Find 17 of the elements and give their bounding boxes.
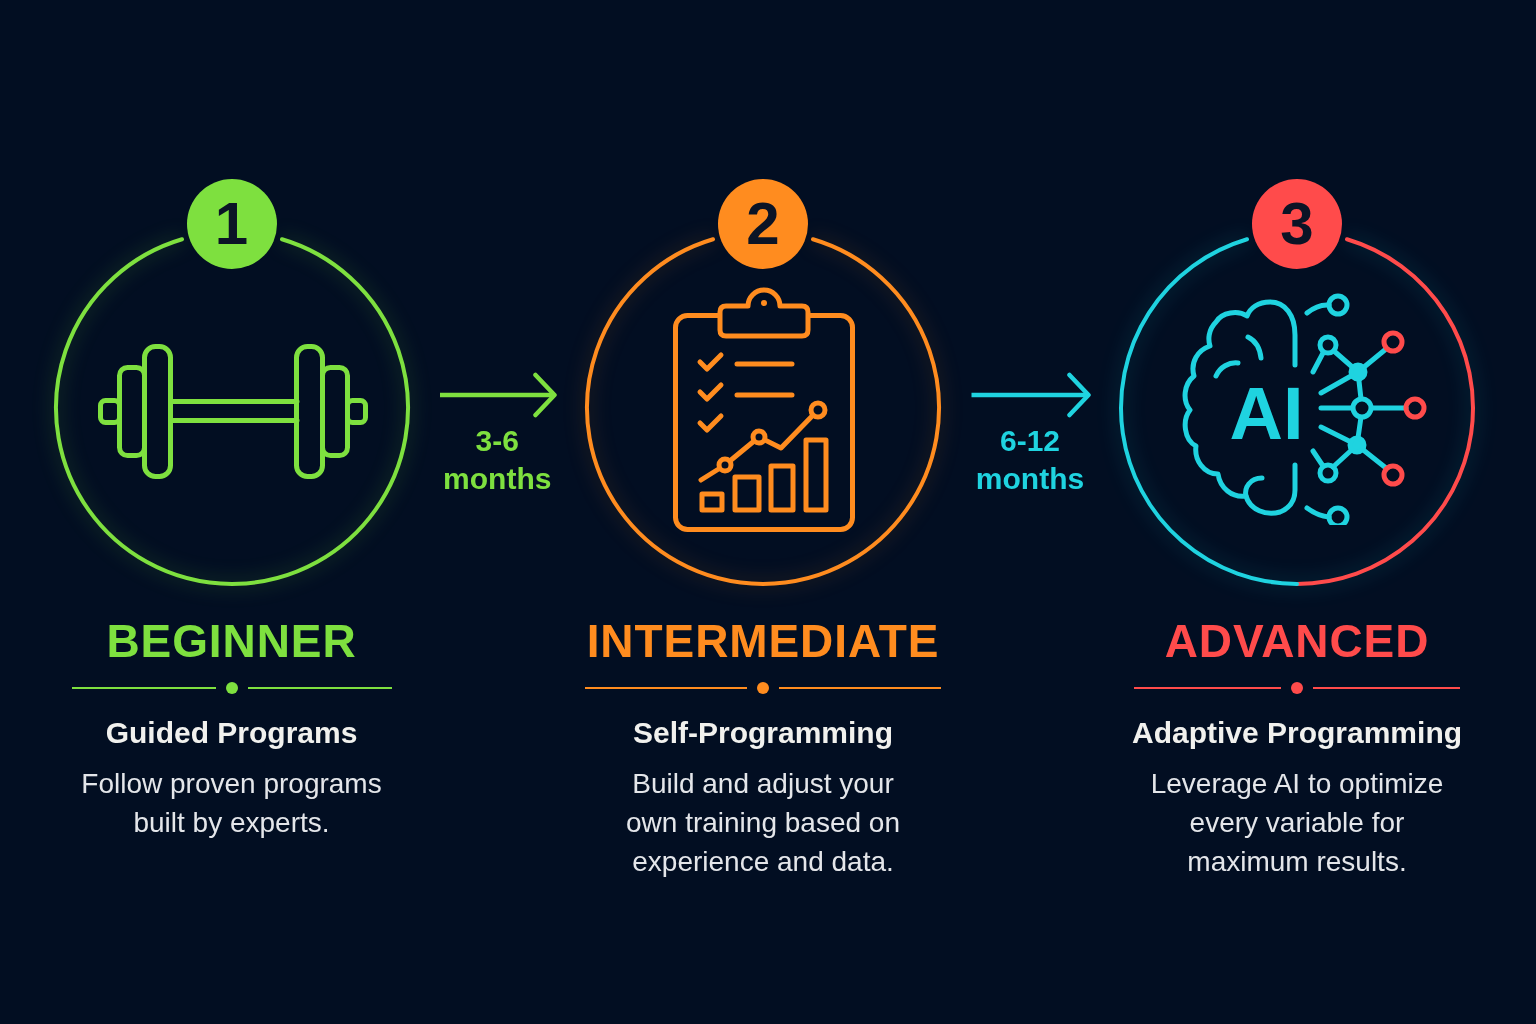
stage-description: Build and adjust your own training based on experience and data.	[625, 767, 901, 879]
icon-text: AI	[1229, 377, 1304, 451]
edge-label: 3-6 months	[442, 423, 553, 497]
stage-subtitle: Self-Programming	[632, 718, 893, 748]
stage-subtitle: Guided Programs	[105, 718, 358, 748]
step-number-badge: 3	[1252, 179, 1342, 269]
stage-description: Follow proven programs built by experts.	[80, 767, 383, 840]
stage-title: ADVANCED	[1164, 618, 1430, 664]
step-number-badge: 1	[186, 179, 277, 269]
step-number-badge: 2	[718, 179, 808, 269]
arrow	[440, 372, 557, 418]
arrow	[971, 372, 1091, 418]
stage-title: BEGINNER	[106, 618, 357, 664]
stage-title: INTERMEDIATE	[586, 618, 940, 664]
edge-label: 6-12 months	[974, 423, 1086, 497]
stage-description: Leverage AI to optimize every variable for maximum results.	[1149, 767, 1445, 879]
stage-subtitle: Adaptive Programming	[1131, 718, 1463, 748]
